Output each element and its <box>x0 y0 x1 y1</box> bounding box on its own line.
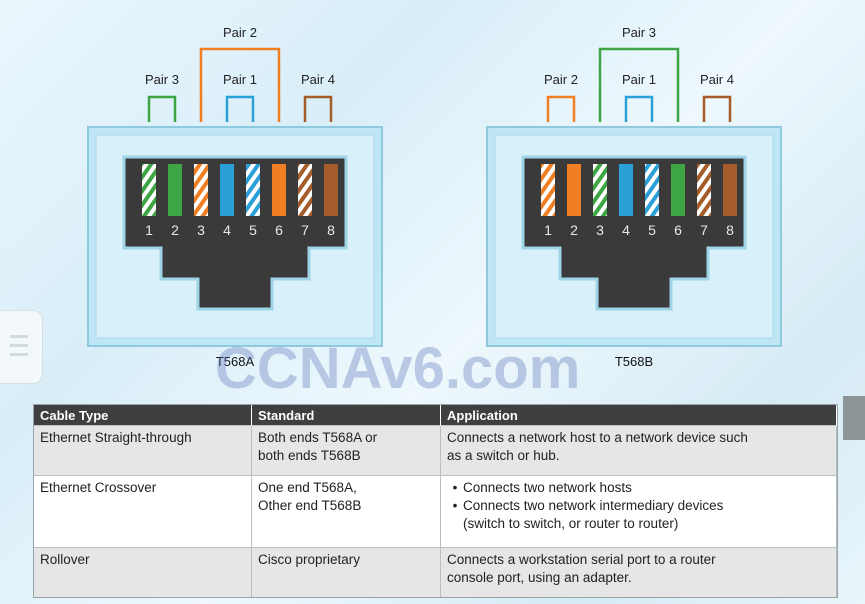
pin-number: 1 <box>145 222 153 238</box>
next-arrow-tab[interactable] <box>843 396 865 440</box>
wire-pin-solid <box>272 164 286 216</box>
wire-pin-striped <box>246 164 260 216</box>
pair-left-bracket <box>546 95 576 122</box>
table-row: Ethernet Straight-through Both ends T568… <box>34 424 837 476</box>
jack-t568a: 1 2 3 4 5 6 7 8 Pair 2 Pair 3 Pair 1 Pair 4 T568A <box>87 25 383 369</box>
jack-port-outline <box>521 155 747 311</box>
wire-pin-solid <box>671 164 685 216</box>
pair-top-label: Pair 3 <box>622 25 656 40</box>
header-application: Application <box>440 405 837 426</box>
menu-icon[interactable] <box>0 310 43 384</box>
header-cable-type: Cable Type <box>34 405 252 426</box>
pin-number: 2 <box>570 222 578 238</box>
wire-pin-striped <box>645 164 659 216</box>
pair-left-label: Pair 3 <box>145 72 179 87</box>
cell-standard: Cisco proprietary <box>251 546 441 597</box>
cell-application: • Connects two network hosts • Connects … <box>440 475 837 548</box>
standard-label: T568A <box>216 354 255 369</box>
wire-pin-striped <box>298 164 312 216</box>
bullet-item: • Connects two network intermediary devi… <box>452 498 724 532</box>
cell-standard: One end T568A, Other end T568B <box>251 475 441 548</box>
pin-number: 1 <box>544 222 552 238</box>
pair-left-label: Pair 2 <box>544 72 578 87</box>
cell-cable-type: Rollover <box>34 546 252 597</box>
pin-number: 6 <box>674 222 682 238</box>
pair-right-bracket <box>702 95 732 122</box>
table-row: Rollover Cisco proprietary Connects a wo… <box>34 546 837 597</box>
pair-middle-label: Pair 1 <box>622 72 656 87</box>
pair-left-bracket <box>147 95 177 122</box>
pin-number: 3 <box>596 222 604 238</box>
wire-pin-striped <box>194 164 208 216</box>
pin-number: 4 <box>223 222 231 238</box>
pin-number: 2 <box>171 222 179 238</box>
jack-port-outline <box>122 155 348 311</box>
pair-right-label: Pair 4 <box>301 72 335 87</box>
pair-top-bracket <box>199 47 281 122</box>
wire-pin-solid <box>324 164 338 216</box>
pin-number: 7 <box>301 222 309 238</box>
pair-middle-bracket <box>624 95 654 122</box>
wire-pin-solid <box>619 164 633 216</box>
wiring-diagrams: 1 2 3 4 5 6 7 8 Pair 2 Pair 3 Pair 1 Pair 4 T568A 1 2… <box>87 25 782 400</box>
wire-pin-solid <box>168 164 182 216</box>
cell-application: Connects a workstation serial port to a … <box>440 546 837 597</box>
header-standard: Standard <box>251 405 441 426</box>
cell-application: Connects a network host to a network dev… <box>440 424 837 476</box>
pin-number: 4 <box>622 222 630 238</box>
pin-number: 3 <box>197 222 205 238</box>
pair-middle-bracket <box>225 95 255 122</box>
pin-number: 8 <box>327 222 335 238</box>
table-row: Ethernet Crossover One end T568A, Other … <box>34 475 837 548</box>
wire-pin-striped <box>541 164 555 216</box>
watermark-text: CCNAv6.com <box>215 336 580 400</box>
standard-label: T568B <box>615 354 653 369</box>
cell-cable-type: Ethernet Straight-through <box>34 424 252 476</box>
jack-t568b: 1 2 3 4 5 6 7 8 Pair 3 Pair 2 Pair 1 Pair 4 T568B <box>486 25 782 369</box>
pair-right-bracket <box>303 95 333 122</box>
wire-pin-solid <box>567 164 581 216</box>
wire-pin-striped <box>593 164 607 216</box>
wire-pin-striped <box>142 164 156 216</box>
pin-number: 6 <box>275 222 283 238</box>
pin-number: 7 <box>700 222 708 238</box>
pair-top-label: Pair 2 <box>223 25 257 40</box>
pin-number: 8 <box>726 222 734 238</box>
bullet-item: • Connects two network hosts <box>452 480 632 496</box>
wire-pin-striped <box>697 164 711 216</box>
table-header-row: Cable Type Standard Application <box>34 405 837 426</box>
pair-right-label: Pair 4 <box>700 72 734 87</box>
cable-types-table: Cable Type Standard Application Ethernet… <box>33 404 838 598</box>
cell-standard: Both ends T568A or both ends T568B <box>251 424 441 476</box>
pair-top-bracket <box>598 47 680 122</box>
wire-pin-solid <box>220 164 234 216</box>
pin-number: 5 <box>249 222 257 238</box>
cell-cable-type: Ethernet Crossover <box>34 475 252 548</box>
pair-middle-label: Pair 1 <box>223 72 257 87</box>
wire-pin-solid <box>723 164 737 216</box>
pin-number: 5 <box>648 222 656 238</box>
